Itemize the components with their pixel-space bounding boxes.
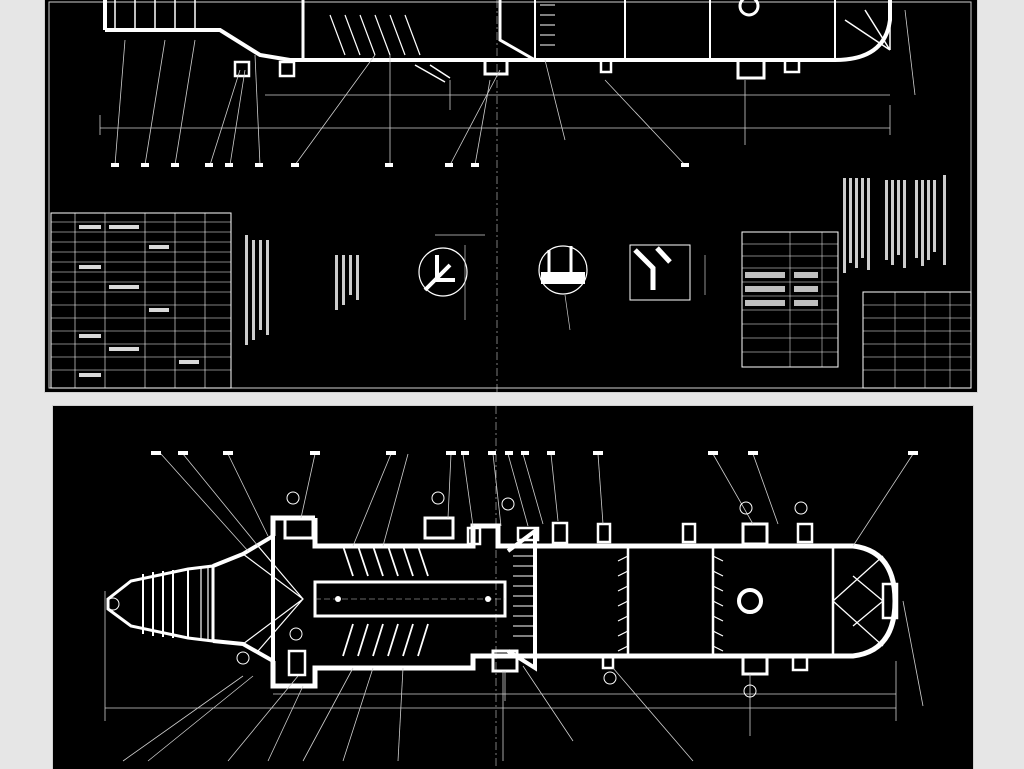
cad-drawing-upper [48,0,972,392]
dimension-lines [104,591,897,721]
design-notes [843,175,946,273]
vessel-elevation [106,515,899,689]
detail-view-2 [538,245,588,331]
dimension-lines [99,80,891,135]
cad-drawing-lower [104,406,924,769]
callout-bubbles [106,491,808,698]
sheet-frame [48,1,972,389]
detail-view-1 [418,234,485,320]
technical-notes [245,235,359,345]
nozzle-table [741,231,839,368]
detail-view-3 [629,244,706,301]
parts-list-table [50,212,232,389]
drawing-sheet-lower [52,405,974,769]
vessel-elevation [103,0,892,83]
title-block [862,291,972,389]
leader-lines [122,453,924,762]
callout-tags [151,451,918,455]
leader-lines [114,9,916,166]
callout-tags [111,163,689,167]
drawing-sheet-upper [44,0,978,393]
